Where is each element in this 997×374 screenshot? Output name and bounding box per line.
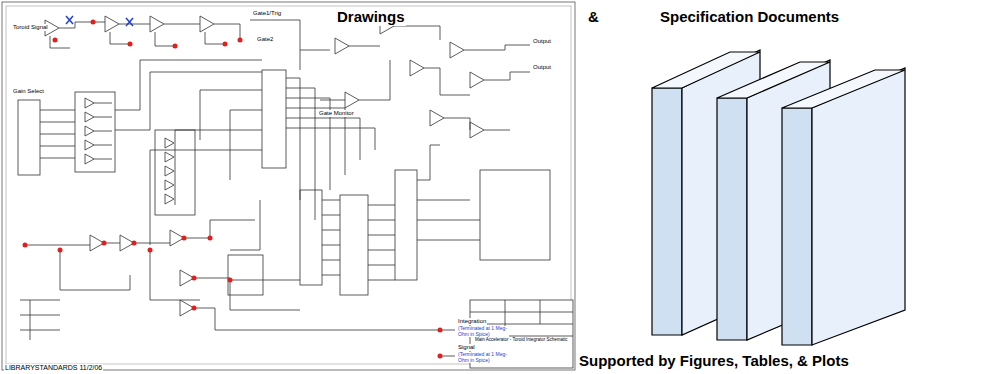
signal-name: Gate1/Trig	[252, 10, 282, 17]
signal-name: Gate2	[256, 36, 274, 43]
heading-text: Drawings	[336, 9, 406, 26]
note-text: (Terminated at 1 Meg-Ohm in Spice)	[457, 352, 509, 363]
signal-name: Gate Monitor	[318, 110, 355, 117]
signal-name: Integration	[457, 318, 487, 325]
signal-name: Toroid Signal	[12, 24, 49, 31]
heading-text: &	[588, 9, 599, 26]
footer-note: LIBRARYSTANDARDS 11/2/06	[4, 364, 103, 372]
heading-text: Specification Documents	[660, 9, 839, 26]
caption-text: Supported by Figures, Tables, & Plots	[579, 353, 849, 370]
signal-name: Signal	[457, 344, 476, 351]
book-stack	[652, 50, 905, 345]
signal-name: Output	[532, 38, 552, 45]
signal-name: Gain Select	[12, 88, 45, 95]
test-point-dots	[23, 20, 443, 359]
title-block-text: Main Accelerator - Toroid Integrator Sch…	[474, 338, 572, 343]
cut-marks	[66, 16, 133, 26]
note-text: (Terminated at 1 Meg-Ohm in Spice)	[457, 326, 509, 337]
signal-name: Output	[532, 64, 552, 71]
schematic-sheet	[2, 2, 575, 370]
